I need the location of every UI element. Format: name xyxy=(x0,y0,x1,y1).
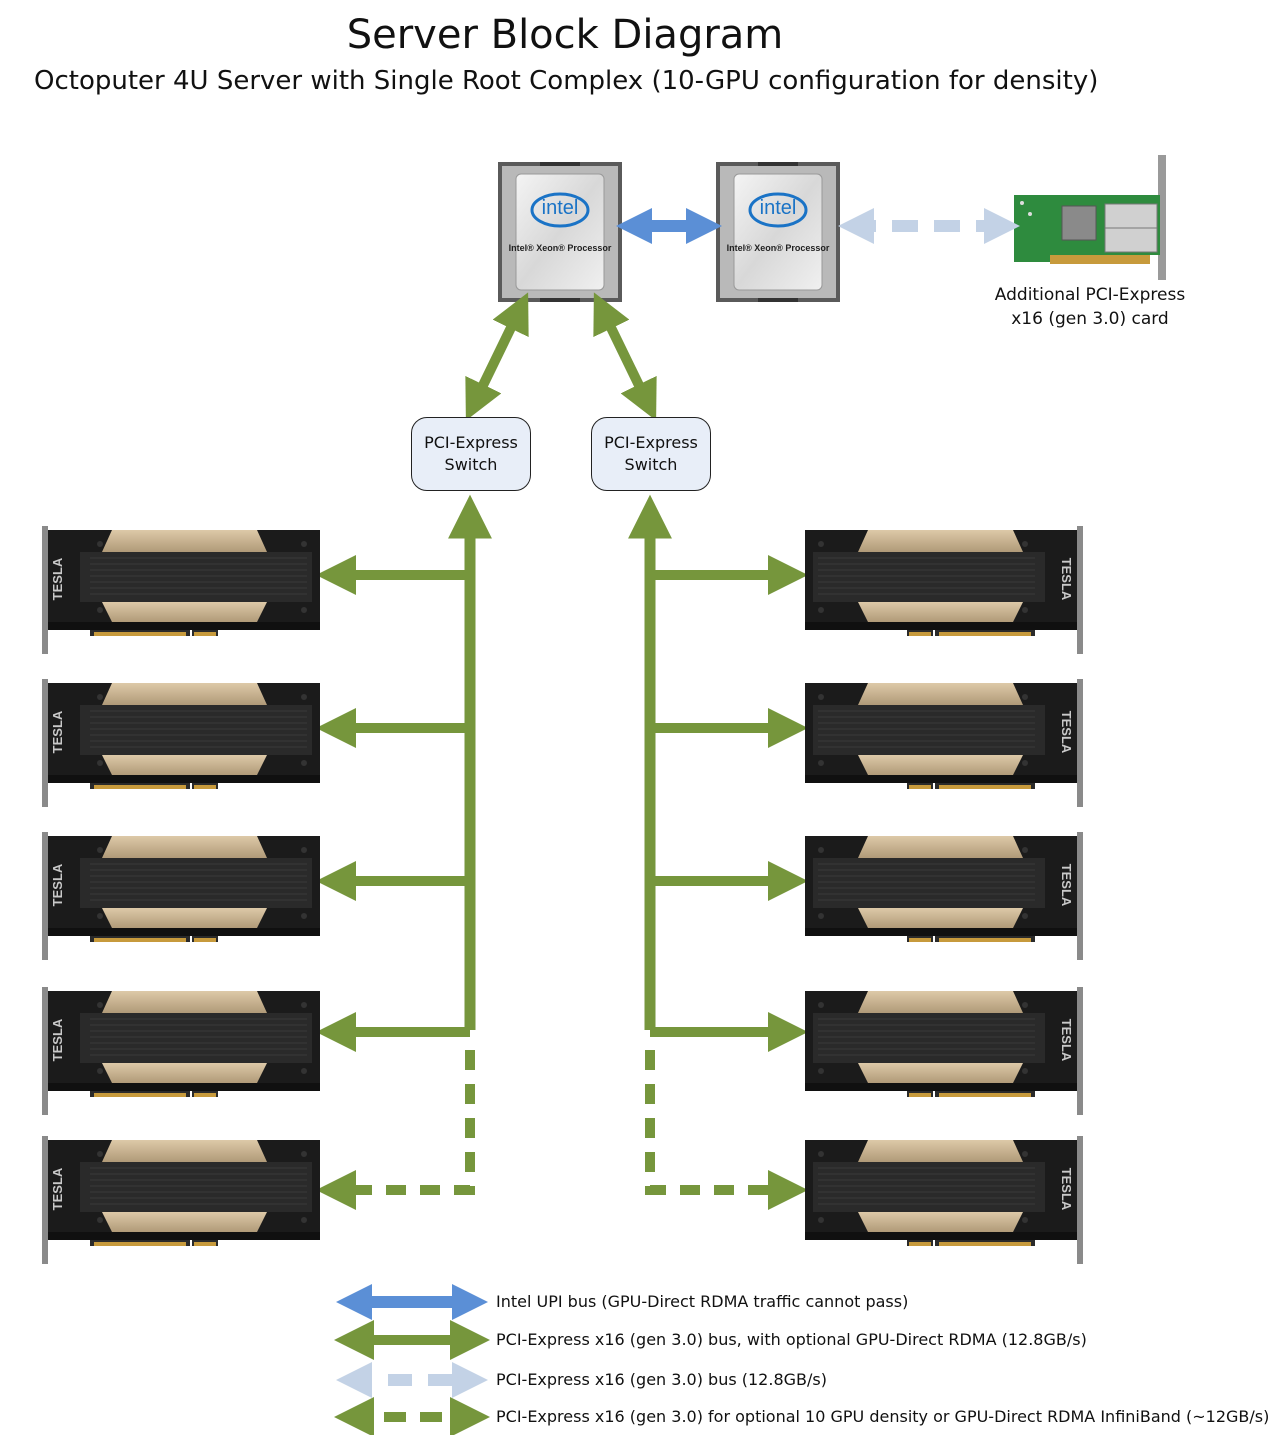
cpu-right: intel Intel® Xeon® Processor xyxy=(714,160,842,304)
cpu-right-logo: intel xyxy=(760,197,797,219)
cpu-left: intel Intel® Xeon® Processor xyxy=(496,160,624,304)
right-branch-5-optional xyxy=(645,1050,809,1210)
gpu-left-4: TESLA xyxy=(41,986,321,1116)
gpu-brand-label: TESLA xyxy=(1059,1168,1074,1211)
gpu-left-3: TESLA xyxy=(41,831,321,961)
gpu-left-1: TESLA xyxy=(41,525,321,655)
gpu-brand-label: TESLA xyxy=(50,710,65,753)
gpu-right-3: TESLA xyxy=(804,831,1084,961)
diagram-canvas: intel Intel® Xeon® Processor intel Intel… xyxy=(41,155,1166,1435)
gpu-brand-label: TESLA xyxy=(1059,558,1074,601)
pcie-switch-right: PCI-Express Switch xyxy=(591,417,711,491)
card-label-line2: x16 (gen 3.0) card xyxy=(1011,309,1169,329)
card-label-line1: Additional PCI-Express xyxy=(994,285,1186,305)
gpu-brand-label: TESLA xyxy=(50,1018,65,1061)
cpu-switch-right-link xyxy=(593,292,657,421)
gpu-right-1: TESLA xyxy=(804,525,1084,655)
cpu-left-label: Intel® Xeon® Processor xyxy=(509,243,612,253)
gpu-brand-label: TESLA xyxy=(1059,1019,1074,1062)
gpu-brand-label: TESLA xyxy=(1059,864,1074,907)
cpu-switch-left-link xyxy=(465,292,529,421)
switch-left-line2: Switch xyxy=(444,455,498,474)
cpu-right-label: Intel® Xeon® Processor xyxy=(727,243,830,253)
pcie-card-label: Additional PCI-Express x16 (gen 3.0) car… xyxy=(975,283,1205,331)
gpu-brand-label: TESLA xyxy=(50,863,65,906)
page-subtitle: Octoputer 4U Server with Single Root Com… xyxy=(34,66,1099,96)
legend-upi-text: Intel UPI bus (GPU-Direct RDMA traffic c… xyxy=(496,1292,909,1311)
legend-pcie-light-text: PCI-Express x16 (gen 3.0) bus (12.8GB/s) xyxy=(496,1370,827,1389)
page-title: Server Block Diagram xyxy=(346,12,784,58)
legend-pcie-dashed-text: PCI-Express x16 (gen 3.0) for optional 1… xyxy=(496,1407,1269,1426)
gpu-left-5: TESLA xyxy=(41,1135,321,1265)
gpu-brand-label: TESLA xyxy=(1059,711,1074,754)
pcie-switch-left: PCI-Express Switch xyxy=(411,417,531,491)
pcie-card xyxy=(1014,155,1166,280)
gpu-brand-label: TESLA xyxy=(50,1167,65,1210)
gpu-right-4: TESLA xyxy=(804,986,1084,1116)
legend-pcie-text: PCI-Express x16 (gen 3.0) bus, with opti… xyxy=(496,1330,1087,1349)
switch-right-line2: Switch xyxy=(624,455,678,474)
cpu-left-logo: intel xyxy=(542,197,579,219)
gpu-right-5: TESLA xyxy=(804,1135,1084,1265)
gpu-right-2: TESLA xyxy=(804,678,1084,808)
left-branch-5-optional xyxy=(315,1050,475,1210)
switch-left-line1: PCI-Express xyxy=(424,433,518,452)
gpu-left-2: TESLA xyxy=(41,678,321,808)
gpu-brand-label: TESLA xyxy=(50,557,65,600)
switch-right-line1: PCI-Express xyxy=(604,433,698,452)
